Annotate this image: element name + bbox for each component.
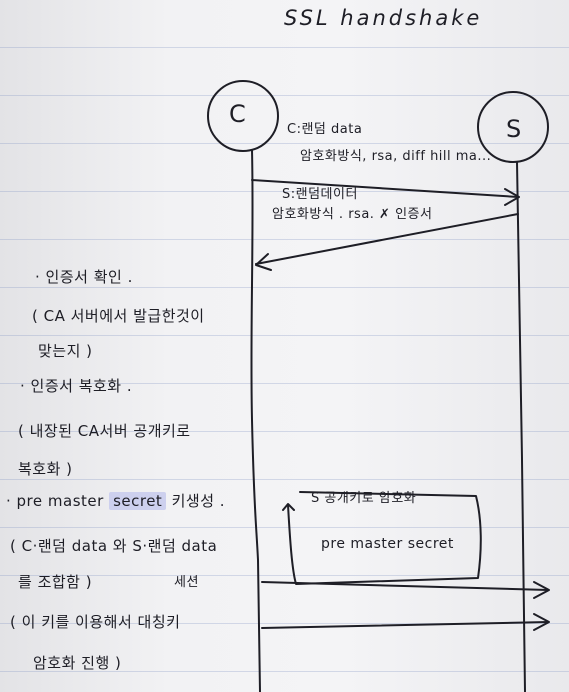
note-pre-master-key: · pre master secret 키생성 .: [6, 490, 225, 511]
client-hello-arrowhead: [504, 188, 520, 206]
session-label: 세션: [174, 575, 199, 590]
server-hello-ciphers: 암호화방식 . rsa. ✗ 인증서: [272, 207, 433, 222]
server-hello-arrow: [255, 213, 519, 265]
client-hello-arrow: [251, 179, 519, 198]
session-arrowhead: [533, 613, 550, 631]
encrypted-key-label: S 공개키로 암호화: [311, 491, 417, 506]
highlighted-secret: secret: [109, 492, 167, 510]
note-symmetric-key: 암호화 진행 ): [33, 654, 122, 672]
server-node-circle: [477, 91, 549, 163]
pre-master-loop: [287, 491, 482, 585]
client-lifeline: [250, 149, 261, 692]
server-lifeline: [516, 161, 526, 692]
client-hello-label: C:랜덤 data: [287, 122, 363, 137]
server-hello-label: S:랜덤데이터: [282, 187, 358, 202]
note-symmetric-key: ( 이 키를 이용해서 대칭키: [10, 613, 181, 631]
note-pre-master-prefix: · pre master: [6, 492, 104, 510]
diagram-title: SSL handshake: [284, 6, 483, 30]
client-node-label: C: [229, 100, 247, 128]
note-cert-decrypt-detail: ( 내장된 CA서버 공개키로: [18, 422, 191, 440]
pre-master-arrowhead: [533, 581, 550, 599]
note-pre-master-detail: ( C·랜덤 data 와 S·랜덤 data: [10, 537, 218, 555]
note-cert-decrypt: · 인증서 복호화 .: [20, 377, 133, 395]
note-cert-decrypt-detail: 복호화 ): [18, 460, 73, 478]
server-hello-arrowhead: [255, 253, 272, 271]
client-hello-ciphers: 암호화방식, rsa, diff hill ma...: [300, 149, 492, 164]
note-cert-check-detail: ( CA 서버에서 발급한것이: [32, 307, 205, 325]
session-arrow: [261, 621, 549, 629]
note-cert-check: · 인증서 확인 .: [35, 268, 133, 286]
client-node-circle: [207, 80, 279, 152]
server-node-label: S: [506, 115, 522, 143]
note-pre-master-suffix: 키생성 .: [171, 492, 226, 510]
note-pre-master-detail: 를 조합함 ): [18, 573, 93, 591]
pre-master-arrow: [261, 581, 549, 591]
pre-master-secret-label: pre master secret: [321, 536, 454, 552]
note-cert-check-detail: 맞는지 ): [38, 342, 93, 360]
